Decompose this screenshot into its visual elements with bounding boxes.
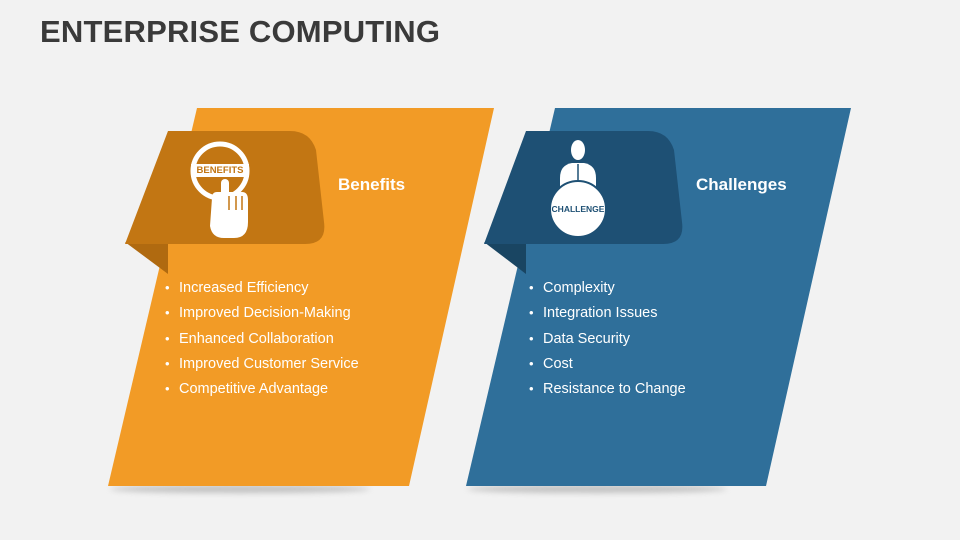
list-item: Integration Issues: [529, 300, 686, 325]
list-item: Complexity: [529, 275, 686, 300]
benefits-panel-shadow: [110, 485, 370, 493]
benefits-tab-fold: [125, 242, 168, 274]
list-item: Competitive Advantage: [165, 376, 359, 401]
list-item: Increased Efficiency: [165, 275, 359, 300]
benefits-heading: Benefits: [338, 175, 406, 194]
list-item: Enhanced Collaboration: [165, 326, 359, 351]
challenge-person-icon: [549, 140, 607, 238]
challenges-list: Complexity Integration Issues Data Secur…: [529, 275, 686, 401]
benefits-icon-label: BENEFITS: [191, 164, 249, 177]
challenges-tab-fold: [484, 242, 526, 274]
benefits-list: Increased Efficiency Improved Decision-M…: [165, 275, 359, 401]
challenges-panel-shadow: [467, 485, 727, 493]
list-item: Data Security: [529, 326, 686, 351]
list-item: Cost: [529, 351, 686, 376]
challenges-heading: Challenges: [696, 175, 787, 194]
list-item: Improved Decision-Making: [165, 300, 359, 325]
list-item: Improved Customer Service: [165, 351, 359, 376]
challenge-icon-label: CHALLENGE: [551, 204, 605, 214]
page-title: ENTERPRISE COMPUTING: [40, 14, 441, 49]
list-item: Resistance to Change: [529, 376, 686, 401]
